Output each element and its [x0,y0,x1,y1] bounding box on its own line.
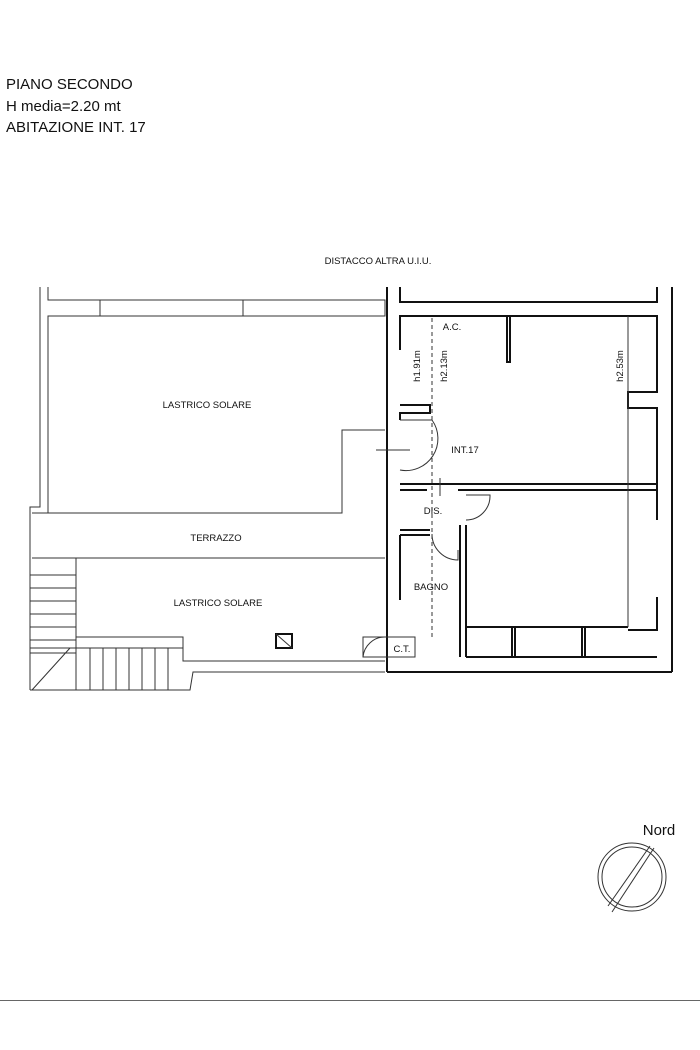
height-label-3: h2.53m [615,350,626,382]
room-int17: INT.17 [451,445,478,456]
neighbor-label: DISTACCO ALTRA U.I.U. [325,256,432,267]
room-dis: DIS. [424,506,442,517]
apartment-walls [362,287,673,673]
floor-title: PIANO SECONDO [6,76,133,93]
room-terrazzo: TERRAZZO [190,533,241,544]
unit-title: ABITAZIONE INT. 17 [6,119,146,136]
north-arrow-icon [597,842,667,913]
height-label-2: h2.13m [439,350,450,382]
compass-label: Nord [643,822,676,839]
terrace-outline [29,287,386,691]
average-height: H media=2.20 mt [6,98,121,115]
room-ct: C.T. [394,644,411,655]
room-bagno: BAGNO [414,582,448,593]
room-ac: A.C. [443,322,461,333]
staircase [30,558,183,691]
room-lastrico-bottom: LASTRICO SOLARE [174,598,263,609]
chimney [275,633,293,649]
height-label-1: h1.91m [412,350,423,382]
page-divider [0,1000,700,1001]
room-lastrico-top: LASTRICO SOLARE [163,400,252,411]
